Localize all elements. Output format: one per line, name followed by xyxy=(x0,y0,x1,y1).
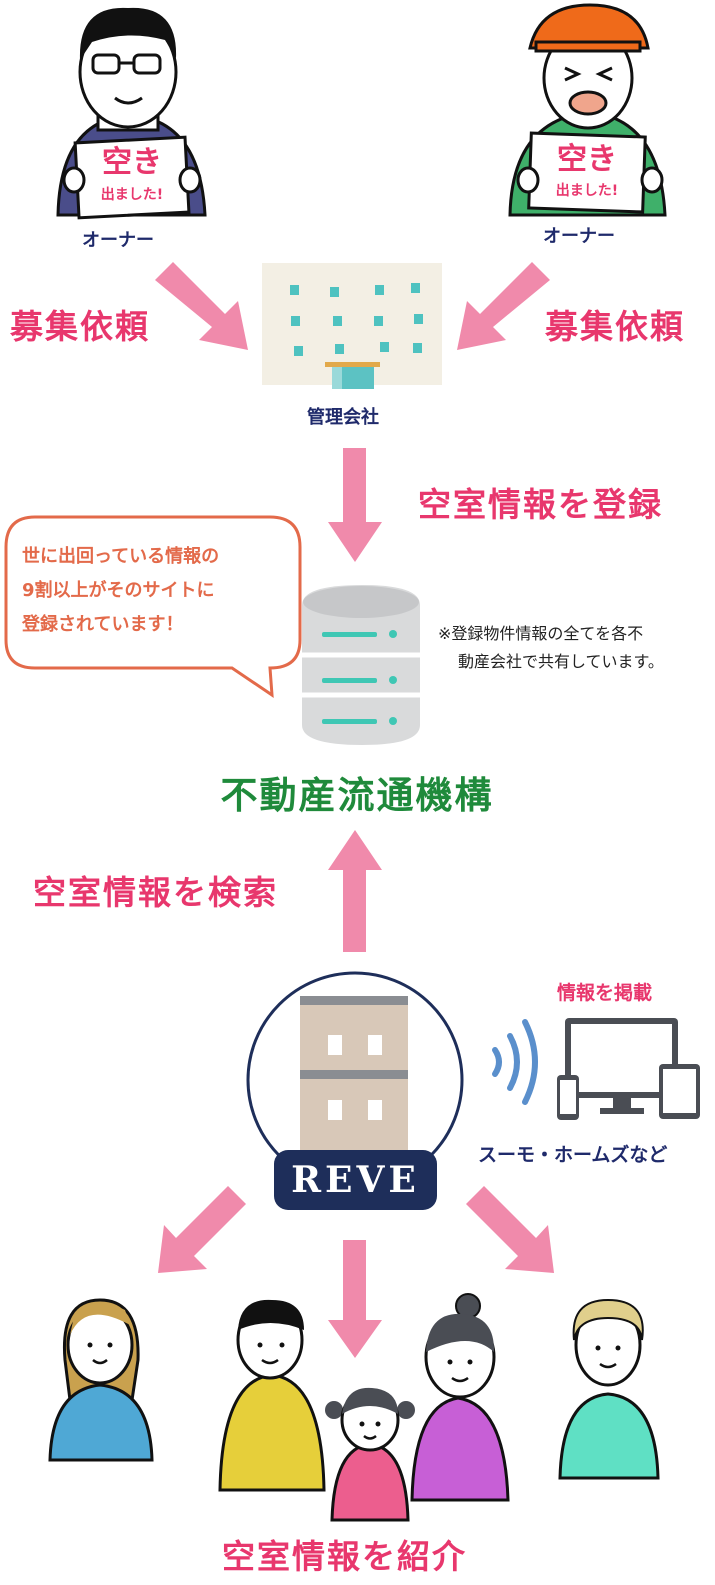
owner-right-illustration xyxy=(508,3,667,217)
note-line-2: 動産会社で共有しています。 xyxy=(458,652,664,671)
customer-man-right xyxy=(558,1298,660,1480)
speech-bubble xyxy=(4,515,302,698)
customer-father xyxy=(218,1299,326,1492)
search-label: 空室情報を検索 xyxy=(33,873,278,912)
owner-left-sign-big: 空き xyxy=(102,145,162,180)
arrow-to-organization xyxy=(328,830,382,952)
owner-right-label: オーナー xyxy=(543,226,615,247)
arrow-right-to-management xyxy=(457,262,550,350)
note-line-1: ※登録物件情報の全てを各不 xyxy=(438,624,644,643)
signal-icon xyxy=(492,1019,538,1105)
customer-mother xyxy=(410,1293,510,1502)
arrow-to-customer-right xyxy=(466,1186,554,1273)
arrow-left-to-management xyxy=(155,262,248,350)
owner-right-sign-big: 空き xyxy=(557,142,617,177)
management-label: 管理会社 xyxy=(307,407,379,428)
customer-woman-left xyxy=(48,1298,154,1462)
introduce-label: 空室情報を紹介 xyxy=(222,1537,467,1576)
speech-bubble-line-1: 世に出回っている情報の xyxy=(22,546,220,567)
devices-icon xyxy=(557,1018,700,1120)
management-building xyxy=(262,263,442,389)
portals-title: 情報を掲載 xyxy=(557,982,653,1004)
owner-left-illustration xyxy=(56,7,207,220)
owner-left-sign-small: 出ました! xyxy=(100,187,164,203)
recruit-label-right: 募集依頼 xyxy=(545,307,685,346)
note-text: ※登録物件情報の全てを各不 動産会社で共有しています。 xyxy=(438,620,664,676)
speech-bubble-line-3: 登録されています！ xyxy=(22,614,184,635)
owner-right-sign-small: 出ました! xyxy=(555,183,619,199)
speech-bubble-text: 世に出回っている情報の 9割以上がそのサイトに 登録されています！ xyxy=(22,540,292,642)
portals-label: スーモ・ホームズなど xyxy=(478,1144,668,1166)
arrow-to-customer-center xyxy=(328,1240,382,1358)
database-label: 不動産流通機構 xyxy=(220,774,494,817)
speech-bubble-line-2: 9割以上がそのサイトに xyxy=(22,580,215,601)
arrow-to-customer-left xyxy=(158,1186,246,1273)
reve-emblem xyxy=(246,971,464,1210)
database-icon xyxy=(302,585,420,745)
recruit-label-left: 募集依頼 xyxy=(10,307,150,346)
customer-child xyxy=(325,1387,415,1522)
reve-badge: REVE xyxy=(291,1159,420,1201)
arrow-to-database xyxy=(328,448,382,562)
register-label: 空室情報を登録 xyxy=(418,485,663,524)
owner-left-label: オーナー xyxy=(82,230,154,251)
